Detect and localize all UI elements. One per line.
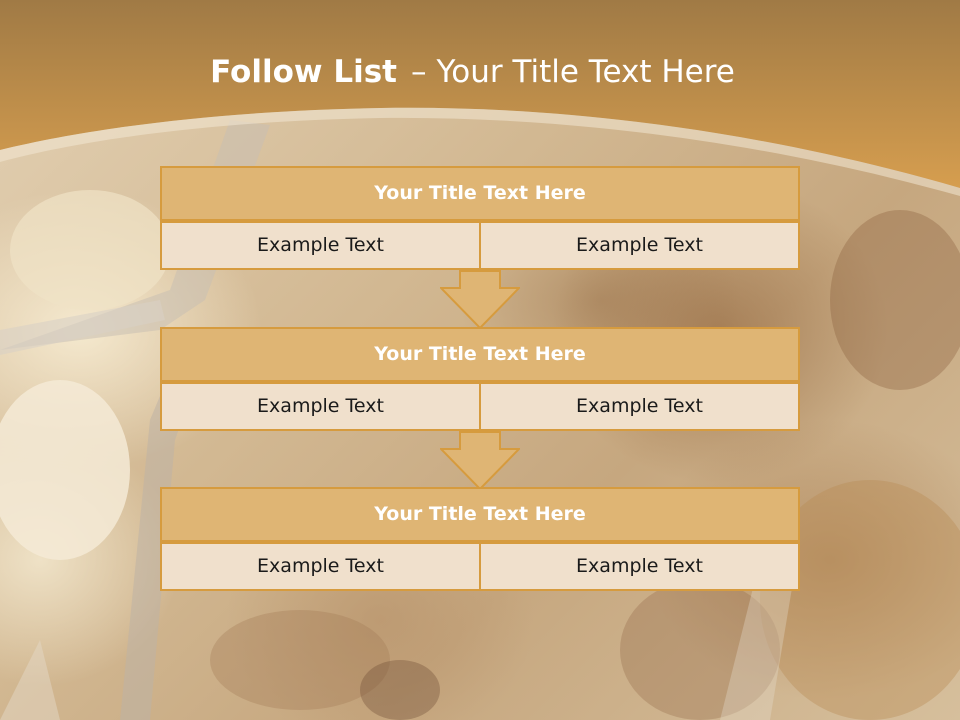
block-title: Your Title Text Here xyxy=(160,327,800,382)
block-cell-right: Example Text xyxy=(481,382,800,431)
list-block-2: Your Title Text Here Example Text Exampl… xyxy=(160,327,800,431)
block-title: Your Title Text Here xyxy=(160,487,800,542)
block-cell-left: Example Text xyxy=(160,542,481,591)
block-row: Example Text Example Text xyxy=(160,542,800,591)
block-cell-left: Example Text xyxy=(160,382,481,431)
block-row: Example Text Example Text xyxy=(160,382,800,431)
block-row: Example Text Example Text xyxy=(160,221,800,270)
header-band xyxy=(0,0,960,196)
block-title: Your Title Text Here xyxy=(160,166,800,221)
block-cell-left: Example Text xyxy=(160,221,481,270)
slide-title-strong: Follow List xyxy=(210,54,397,90)
list-block-1: Your Title Text Here Example Text Exampl… xyxy=(160,166,800,270)
slide-title-rest: Your Title Text Here xyxy=(436,54,735,90)
down-arrow-icon xyxy=(440,270,520,330)
slide-title: Follow List–Your Title Text Here xyxy=(0,54,945,90)
block-cell-right: Example Text xyxy=(481,221,800,270)
slide-title-dash: – xyxy=(410,54,427,90)
block-cell-right: Example Text xyxy=(481,542,800,591)
down-arrow-icon xyxy=(440,431,520,491)
list-block-3: Your Title Text Here Example Text Exampl… xyxy=(160,487,800,591)
